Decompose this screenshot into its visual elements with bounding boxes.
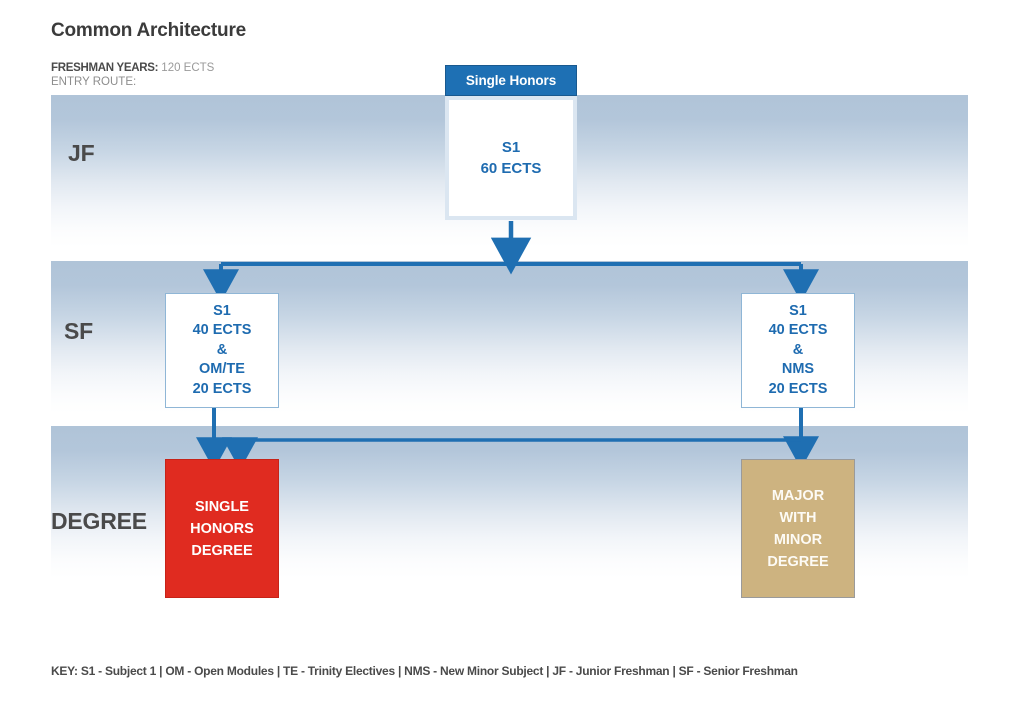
degree-major-line-4: DEGREE — [767, 553, 829, 570]
legend-key: KEY: S1 - Subject 1 | OM - Open Modules … — [51, 664, 798, 678]
degree-major-line-3: MINOR — [773, 531, 823, 548]
entry-route-label: ENTRY ROUTE: — [51, 76, 137, 88]
sf-box-left[interactable]: S1 40 ECTS & OM/TE 20 ECTS — [165, 293, 279, 408]
degree-box-major-with-minor[interactable]: MAJOR WITH MINOR DEGREE — [741, 459, 855, 598]
freshman-years-line: FRESHMAN YEARS: 120 ECTS — [51, 61, 214, 75]
degree-box-single-honors[interactable]: SINGLE HONORS DEGREE — [165, 459, 279, 598]
sf-box-right[interactable]: S1 40 ECTS & NMS 20 ECTS — [741, 293, 855, 408]
page-title: Common Architecture — [51, 20, 247, 41]
subtitle-block: FRESHMAN YEARS: 120 ECTS ENTRY ROUTE: — [51, 61, 214, 89]
sh-line-2: 60 ECTS — [480, 160, 542, 177]
sf-right-line-3: & — [792, 341, 804, 358]
single-honors-header[interactable]: Single Honors — [445, 65, 577, 96]
single-honors-jf-box[interactable]: S1 60 ECTS — [445, 96, 577, 220]
degree-single-line-2: HONORS — [190, 520, 254, 537]
sf-right-line-1: S1 — [789, 302, 807, 319]
degree-single-line-3: DEGREE — [191, 542, 253, 559]
band-label-degree: DEGREE — [51, 508, 147, 534]
freshman-years-value: 120 ECTS — [158, 62, 215, 74]
sf-right-line-5: 20 ECTS — [768, 380, 828, 397]
sf-left-line-1: S1 — [213, 302, 231, 319]
degree-single-line-1: SINGLE — [195, 498, 249, 515]
sh-line-1: S1 — [501, 139, 521, 156]
sf-left-line-4: OM/TE — [199, 361, 245, 378]
band-label-sf: SF — [64, 318, 93, 344]
sf-right-line-4: NMS — [781, 361, 815, 378]
sf-left-line-2: 40 ECTS — [192, 322, 252, 339]
degree-major-line-2: WITH — [779, 509, 817, 526]
sf-left-line-5: 20 ECTS — [192, 380, 252, 397]
freshman-years-label: FRESHMAN YEARS: — [51, 62, 159, 74]
sf-right-line-2: 40 ECTS — [768, 322, 828, 339]
band-label-jf: JF — [68, 140, 95, 166]
sf-left-line-3: & — [216, 341, 228, 358]
degree-major-line-1: MAJOR — [771, 487, 825, 504]
